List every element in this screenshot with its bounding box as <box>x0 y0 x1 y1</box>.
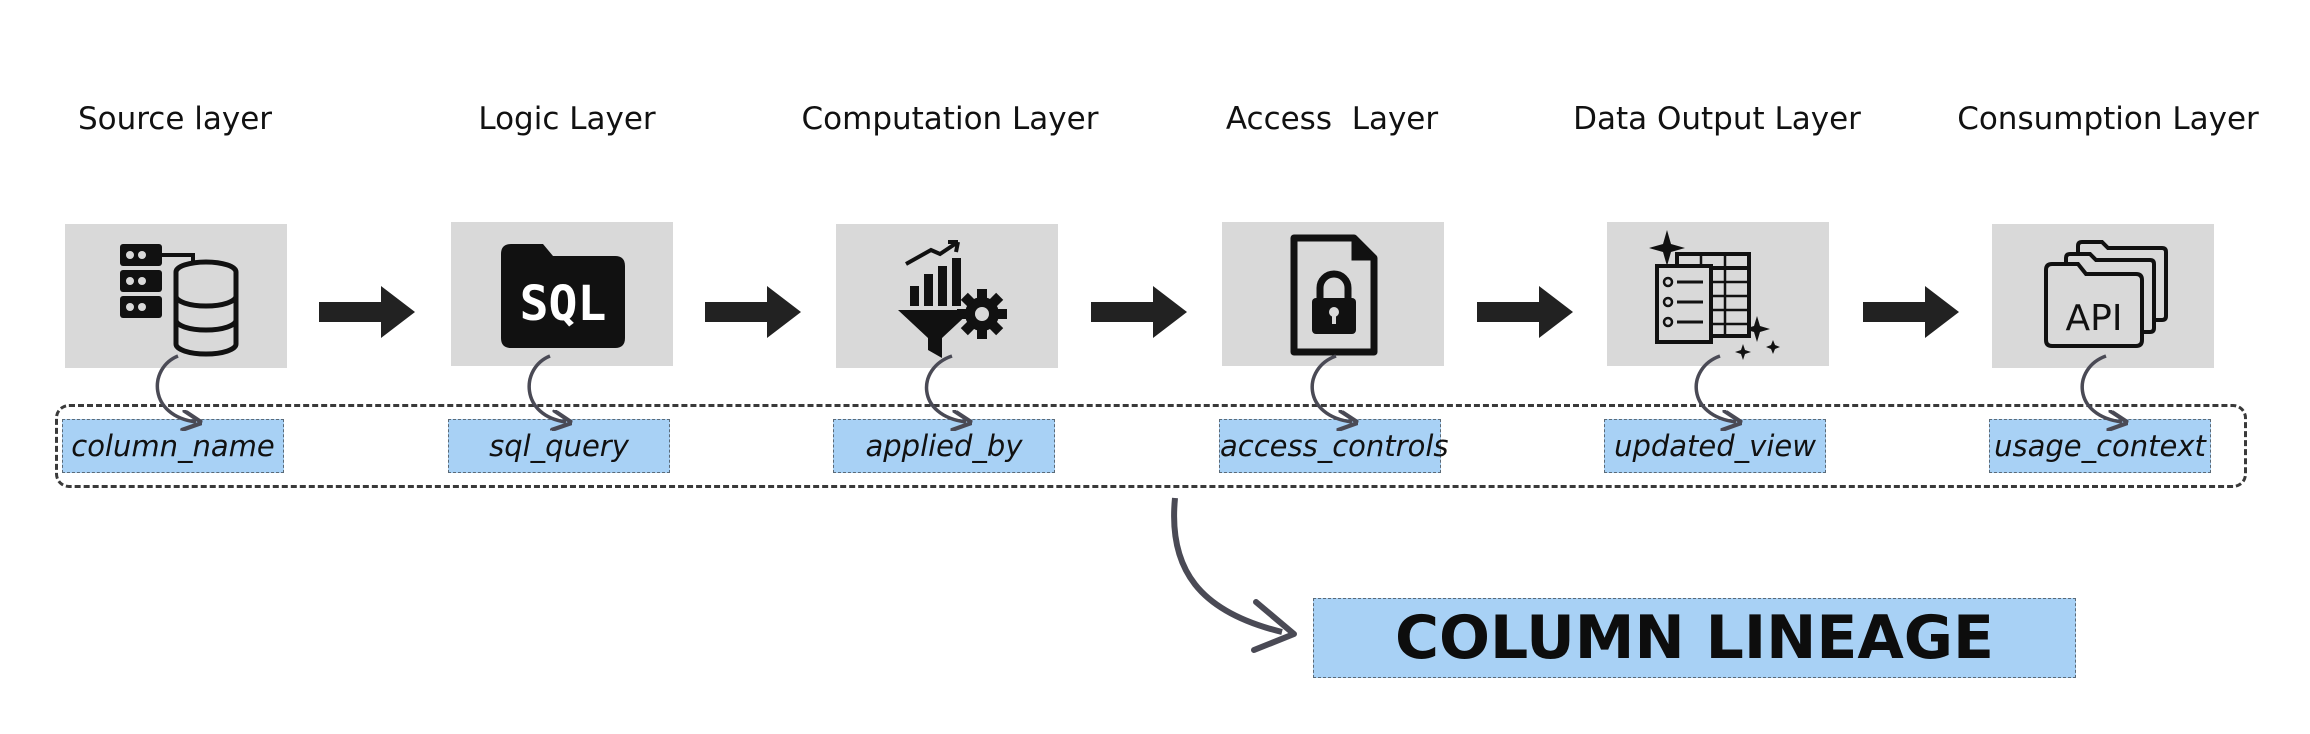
sql-folder-icon: SQL <box>501 244 625 348</box>
field-updated-view: updated_view <box>1604 419 1826 473</box>
logic-layer-title: Logic Layer <box>478 101 656 137</box>
flow-arrow-5-icon <box>1863 286 1959 338</box>
data-output-layer-box <box>1607 222 1829 366</box>
funnel-gear-chart-icon <box>898 240 1007 358</box>
access-layer-title: Access Layer <box>1225 101 1439 137</box>
flow-arrow-3-icon <box>1091 286 1187 338</box>
sql-icon-text: SQL <box>520 276 607 332</box>
api-icon-text: API <box>2066 298 2123 339</box>
access-layer-box <box>1222 222 1444 366</box>
field-applied-by: applied_by <box>833 419 1055 473</box>
lineage-arrow-curve <box>1171 497 1283 635</box>
computation-layer-box <box>836 224 1058 368</box>
api-folder-icon: API <box>2044 240 2168 348</box>
field-column-name: column_name <box>62 419 284 473</box>
flow-arrow-4-icon <box>1477 286 1573 338</box>
field-usage-context: usage_context <box>1989 419 2211 473</box>
source-layer-box <box>65 224 287 368</box>
data-output-layer-title: Data Output Layer <box>1573 101 1861 137</box>
flow-arrow-2-icon <box>705 286 801 338</box>
database-server-icon <box>120 244 239 357</box>
field-sql-query: sql_query <box>448 419 670 473</box>
source-layer-title: Source layer <box>77 101 273 137</box>
column-fields-group <box>55 404 2247 488</box>
consumption-layer-title: Consumption Layer <box>1957 101 2259 137</box>
locked-document-icon <box>1290 234 1378 356</box>
field-access-controls: access_controls <box>1219 419 1449 473</box>
logic-layer-box: SQL <box>451 222 673 366</box>
sparkle-table-icon <box>1649 230 1780 360</box>
lineage-arrow-head-icon <box>1251 599 1297 653</box>
column-lineage-label: COLUMN LINEAGE <box>1313 598 2076 678</box>
flow-arrow-1-icon <box>319 286 415 338</box>
computation-layer-title: Computation Layer <box>801 101 1099 137</box>
consumption-layer-box: API <box>1992 224 2214 368</box>
